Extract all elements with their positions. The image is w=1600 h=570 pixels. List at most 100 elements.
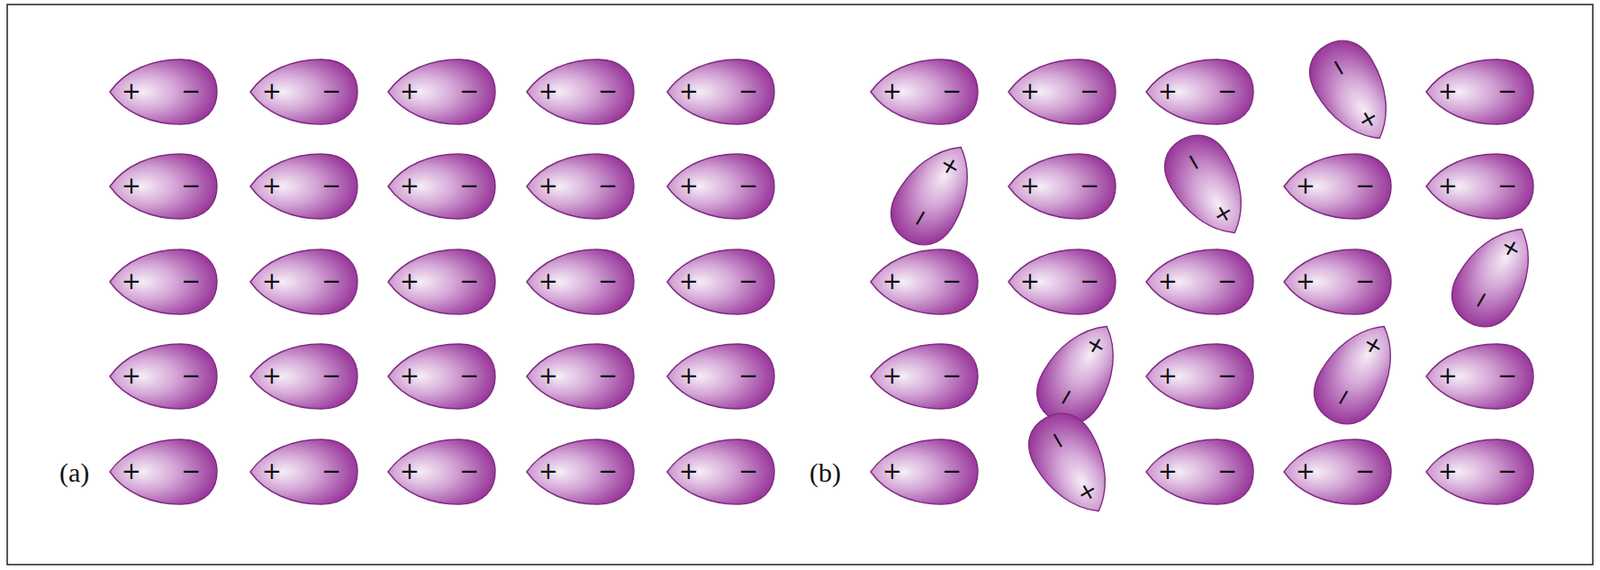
positive-pole: + [1157, 79, 1178, 103]
dipole-molecule: +− [1297, 306, 1417, 440]
dipole-molecule: +− [1005, 55, 1119, 128]
positive-pole: + [538, 459, 559, 483]
dipole-molecule: +− [524, 245, 637, 318]
dipole-molecule: +− [867, 245, 981, 318]
negative-pole: − [597, 459, 618, 483]
negative-pole: − [459, 459, 480, 483]
negative-pole: − [321, 459, 342, 483]
dipole-molecule: +− [385, 245, 498, 318]
dipole-molecule: +− [524, 340, 637, 413]
dipole-molecule: +− [664, 435, 778, 508]
positive-pole: + [1437, 459, 1458, 483]
dipole-shape [1292, 25, 1412, 159]
dipole-molecule: +− [1148, 119, 1267, 254]
dipole-molecule: +− [664, 150, 778, 223]
negative-pole: − [941, 269, 962, 293]
negative-pole: − [1497, 173, 1518, 198]
dipole-molecule: +− [1281, 435, 1394, 508]
negative-pole: − [459, 363, 480, 388]
positive-pole: + [882, 269, 903, 293]
positive-pole: + [678, 79, 699, 103]
dipole-molecule: +− [1143, 55, 1257, 128]
dipole-molecule: +− [385, 150, 498, 223]
negative-pole: − [1079, 79, 1100, 103]
positive-pole: + [121, 269, 142, 293]
dipole-molecule: +− [524, 55, 637, 128]
dipole-molecule: +− [1005, 245, 1119, 318]
dipole-molecule: +− [1143, 245, 1257, 318]
dipole-molecule: +− [1423, 55, 1537, 128]
positive-pole: + [399, 173, 420, 198]
dipole-molecule: +− [107, 150, 220, 223]
negative-pole: − [597, 79, 618, 103]
positive-pole: + [262, 269, 282, 293]
negative-pole: − [941, 363, 962, 388]
positive-pole: + [1437, 79, 1458, 103]
dipole-molecule: +− [385, 340, 498, 413]
positive-pole: + [399, 269, 420, 293]
positive-pole: + [882, 363, 903, 388]
dipole-molecule: +− [1143, 435, 1257, 508]
dipole-molecule: +− [107, 340, 220, 413]
dipole-molecule: +− [247, 245, 361, 318]
negative-pole: − [1217, 459, 1238, 483]
positive-pole: + [121, 79, 142, 103]
positive-pole: + [399, 79, 420, 103]
positive-pole: + [121, 363, 142, 388]
positive-pole: + [1295, 173, 1316, 198]
dipole-molecule: +− [867, 55, 981, 128]
negative-pole: − [1217, 79, 1238, 103]
dipole-molecule: +− [1143, 340, 1257, 413]
positive-pole: + [399, 363, 420, 388]
negative-pole: − [738, 459, 759, 483]
negative-pole: − [597, 269, 618, 293]
positive-pole: + [1157, 363, 1178, 388]
negative-pole: − [1497, 459, 1518, 483]
positive-pole: + [678, 173, 699, 198]
negative-pole: − [459, 173, 480, 198]
positive-pole: + [1020, 79, 1040, 103]
dipole-molecule: +− [385, 55, 498, 128]
dipole-molecule: +− [107, 435, 220, 508]
dipole-molecule: +− [107, 55, 220, 128]
dipole-molecule: +− [1281, 150, 1394, 223]
positive-pole: + [262, 363, 282, 388]
negative-pole: − [738, 173, 759, 198]
dipole-molecule: +− [247, 150, 361, 223]
dipole-molecule: +− [1423, 435, 1537, 508]
dipole-molecule: +− [664, 55, 778, 128]
dipole-molecule: +− [524, 150, 637, 223]
dipole-molecule: +− [1292, 25, 1412, 159]
dipole-molecule: +− [664, 245, 778, 318]
panel-label: (a) [59, 459, 90, 487]
negative-pole: − [597, 363, 618, 388]
positive-pole: + [262, 173, 282, 198]
positive-pole: + [262, 79, 282, 103]
positive-pole: + [538, 363, 559, 388]
negative-pole: − [941, 79, 962, 103]
dipole-molecule: +− [1435, 208, 1555, 343]
negative-pole: − [459, 79, 480, 103]
negative-pole: − [1079, 269, 1100, 293]
negative-pole: − [941, 459, 962, 483]
dipole-molecule: +− [385, 435, 498, 508]
dipole-shape [1297, 306, 1417, 440]
dipole-molecule: +− [107, 245, 220, 318]
negative-pole: − [1497, 79, 1518, 103]
negative-pole: − [738, 363, 759, 388]
positive-pole: + [1157, 269, 1178, 293]
negative-pole: − [321, 363, 342, 388]
dipole-molecule: +− [1012, 397, 1131, 532]
positive-pole: + [121, 459, 142, 483]
positive-pole: + [882, 459, 903, 483]
dipole-molecule: +− [867, 340, 981, 413]
negative-pole: − [180, 363, 201, 388]
negative-pole: − [1217, 363, 1238, 388]
dipole-shape [874, 126, 994, 261]
dipole-molecule: +− [247, 55, 361, 128]
negative-pole: − [738, 269, 759, 293]
positive-pole: + [1295, 459, 1316, 483]
negative-pole: − [459, 269, 480, 293]
positive-pole: + [262, 459, 282, 483]
